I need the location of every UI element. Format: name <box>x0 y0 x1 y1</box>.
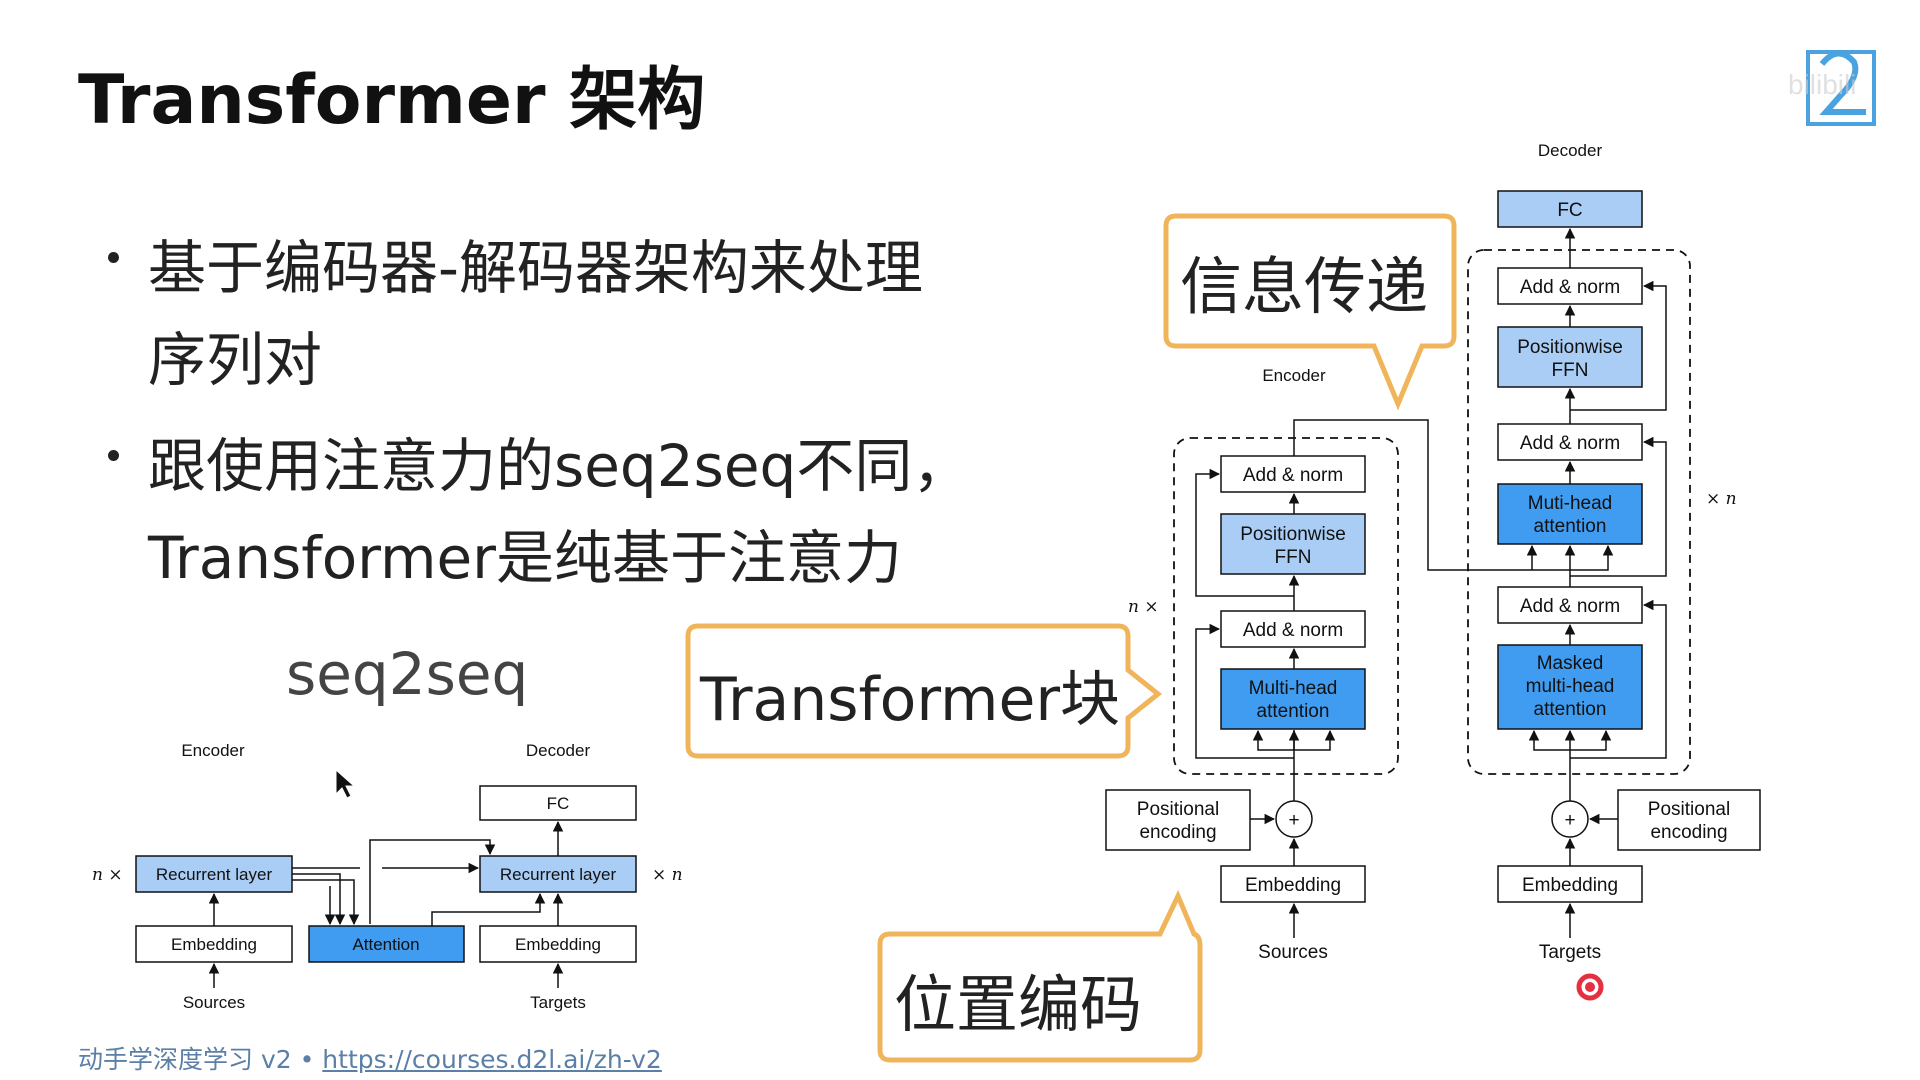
enc-pos-encoding-label-2: encoding <box>1139 822 1216 843</box>
enc-add-norm-top-box <box>1220 455 1366 493</box>
callout-transformer-block-text: Transformer块 <box>699 665 1120 735</box>
transformer-sources-label: Sources <box>1258 942 1328 963</box>
dec-add-norm-2-label: Add & norm <box>1520 433 1620 454</box>
bullet-list: 基于编码器-解码器架构来处理 序列对 跟使用注意力的seq2seq不同， Tra… <box>100 222 1040 618</box>
enc-attention-label-1: Multi-head <box>1249 678 1338 699</box>
dec-attention-box <box>1497 483 1643 545</box>
seq2seq-encoder-label: Encoder <box>181 741 245 760</box>
dec-embedding-box <box>1497 865 1643 903</box>
transformer-arrows <box>1195 227 1667 938</box>
dec-add-norm-1-box <box>1497 267 1643 305</box>
footer-course: 动手学深度学习 v2 • <box>78 1045 323 1074</box>
callout-info-passing: 信息传递 <box>1163 213 1457 411</box>
logo-text: bilibili <box>1788 69 1856 100</box>
dec-pos-encoding-box <box>1617 789 1761 851</box>
laser-pointer-dot-icon <box>1585 982 1595 992</box>
seq2seq-enc-recurrent-label: Recurrent layer <box>156 865 273 884</box>
seq2seq-dec-repeat: × n <box>652 865 683 885</box>
seq2seq-enc-recurrent-box <box>135 855 293 893</box>
dec-pos-encoding-label-2: encoding <box>1650 822 1727 843</box>
bullet-item: 跟使用注意力的seq2seq不同， Transformer是纯基于注意力 <box>100 420 1040 604</box>
dec-ffn-box <box>1497 326 1643 388</box>
dec-plus-sign: + <box>1564 810 1575 831</box>
dec-add-norm-3-label: Add & norm <box>1520 596 1620 617</box>
transformer-targets-label: Targets <box>1539 942 1601 963</box>
bullet-line: 序列对 <box>148 326 323 394</box>
encoder-block-outline <box>1173 437 1399 775</box>
seq2seq-fc-box <box>479 785 637 821</box>
enc-add-norm-top-label: Add & norm <box>1243 465 1343 486</box>
encoder-repeat: n × <box>1128 597 1159 617</box>
transformer-encoder-label: Encoder <box>1262 366 1326 385</box>
bullet-dot <box>108 252 119 263</box>
enc-pos-encoding-label-1: Positional <box>1137 799 1219 820</box>
callout-transformer-block-bubble <box>685 623 1163 759</box>
seq2seq-title: seq2seq <box>286 640 529 708</box>
callout-info-passing-bubble <box>1163 213 1457 411</box>
transformer-decoder-label: Decoder <box>1538 141 1603 160</box>
enc-plus-sign: + <box>1288 810 1299 831</box>
seq2seq-dec-recurrent-label: Recurrent layer <box>500 865 617 884</box>
bullet-dot <box>108 450 119 461</box>
seq2seq-attention-label: Attention <box>352 935 419 954</box>
enc-embedding-box <box>1220 865 1366 903</box>
seq2seq-sources-label: Sources <box>183 993 245 1012</box>
dec-attention-label-2: attention <box>1534 516 1607 537</box>
dec-fc-box <box>1497 190 1643 228</box>
seq2seq-decoder-label: Decoder <box>526 741 591 760</box>
seq2seq-enc-repeat: n × <box>92 865 123 885</box>
enc-attention-label-2: attention <box>1257 701 1330 722</box>
mouse-cursor-icon <box>335 768 356 799</box>
dec-masked-attention-box <box>1497 644 1643 730</box>
bullet-line: 跟使用注意力的seq2seq不同， <box>148 432 971 500</box>
laser-pointer-icon <box>1576 973 1604 1001</box>
callout-transformer-block: Transformer块 <box>685 623 1163 759</box>
dec-masked-attention-label-2: multi-head <box>1526 676 1615 697</box>
dec-fc-label: FC <box>1557 200 1582 221</box>
enc-pos-encoding-box <box>1105 789 1251 851</box>
seq2seq-dec-embedding-label: Embedding <box>515 935 601 954</box>
seq2seq-diagram: Encoder Decoder FC Recurrent layer Recur… <box>92 741 683 1012</box>
dec-add-norm-2-box <box>1497 423 1643 461</box>
enc-embedding-label: Embedding <box>1245 875 1341 896</box>
bullet-item: 基于编码器-解码器架构来处理 序列对 <box>100 222 1040 406</box>
seq2seq-targets-label: Targets <box>530 993 586 1012</box>
callout-positional-encoding-bubble <box>877 889 1203 1063</box>
dec-embedding-label: Embedding <box>1522 875 1618 896</box>
dec-attention-label-1: Muti-head <box>1528 493 1613 514</box>
enc-ffn-box <box>1220 513 1366 575</box>
seq2seq-attention-box <box>308 925 465 963</box>
callout-positional-encoding: 位置编码 <box>877 889 1203 1063</box>
callout-positional-encoding-text: 位置编码 <box>894 968 1142 1041</box>
bullet-line: 基于编码器-解码器架构来处理 <box>148 234 923 302</box>
bullet-line: Transformer是纯基于注意力 <box>148 524 903 592</box>
callout-info-passing-text: 信息传递 <box>1180 250 1428 323</box>
dec-masked-attention-label-1: Masked <box>1537 653 1604 674</box>
footer-link[interactable]: https://courses.d2l.ai/zh-v2 <box>322 1045 662 1074</box>
bilibili-logo: bilibili <box>1788 50 1876 126</box>
slide-title: Transformer 架构 <box>78 61 706 140</box>
enc-add-norm-bottom-label: Add & norm <box>1243 620 1343 641</box>
enc-add-norm-bottom-box <box>1220 610 1366 648</box>
dec-masked-attention-label-3: attention <box>1534 699 1607 720</box>
footer: 动手学深度学习 v2 • https://courses.d2l.ai/zh-v… <box>78 1040 662 1076</box>
transformer-diagram: Encoder Decoder n × Add & norm Positionw… <box>1105 141 1761 963</box>
dec-pos-encoding-label-1: Positional <box>1648 799 1730 820</box>
seq2seq-arrows <box>208 820 564 988</box>
decoder-repeat: × n <box>1706 489 1737 509</box>
enc-ffn-label-1: Positionwise <box>1240 524 1346 545</box>
seq2seq-fc-label: FC <box>547 794 570 813</box>
seq2seq-enc-embedding-label: Embedding <box>171 935 257 954</box>
decoder-block-outline <box>1467 249 1691 775</box>
dec-add-norm-1-label: Add & norm <box>1520 277 1620 298</box>
dec-ffn-label-1: Positionwise <box>1517 337 1623 358</box>
enc-ffn-label-2: FFN <box>1275 547 1312 568</box>
enc-attention-box <box>1220 668 1366 730</box>
dec-ffn-label-2: FFN <box>1552 360 1589 381</box>
